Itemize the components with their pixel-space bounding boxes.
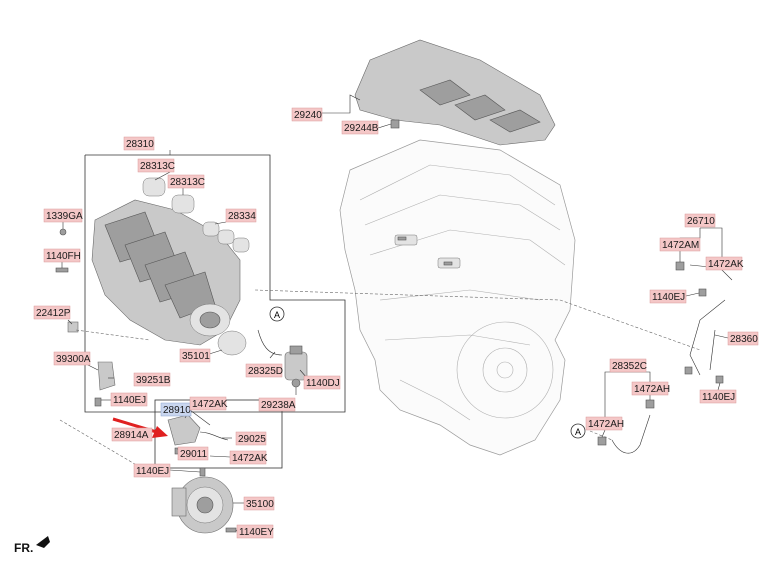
front-arrow-icon	[36, 536, 50, 548]
dashed-link	[559, 299, 701, 351]
sensor-illustration	[67, 321, 79, 333]
part-label-1140ej[interactable]: 1140EJ	[113, 395, 146, 406]
part-label-26710[interactable]: 26710	[687, 216, 715, 227]
part-label-28310[interactable]: 28310	[126, 139, 154, 150]
part-label-28313c[interactable]: 28313C	[170, 177, 205, 188]
ref-a-right-marker: A	[570, 423, 586, 439]
part-label-35100[interactable]: 35100	[246, 499, 274, 510]
bolt-illustration	[199, 467, 206, 477]
part-label-39251b[interactable]: 39251B	[136, 375, 171, 386]
dashed-link	[589, 430, 613, 441]
purge-valve-illustration	[284, 345, 308, 388]
engine-cover-illustration	[354, 39, 556, 146]
part-label-1140ej[interactable]: 1140EJ	[136, 466, 169, 477]
part-label-35101[interactable]: 35101	[182, 351, 210, 362]
hose-illustration	[257, 329, 283, 356]
gasket-illustration	[171, 194, 195, 214]
part-label-1339ga[interactable]: 1339GA	[46, 211, 83, 222]
part-label-1140ey[interactable]: 1140EY	[239, 527, 274, 538]
throttle-body-illustration	[171, 476, 234, 534]
part-label-29238a[interactable]: 29238A	[261, 400, 296, 411]
part-label-1140ej[interactable]: 1140EJ	[652, 292, 685, 303]
part-label-28910-highlighted[interactable]: 28910	[163, 405, 191, 416]
bolt-illustration	[55, 267, 69, 273]
part-label-28352c[interactable]: 28352C	[612, 361, 647, 372]
part-label-28914a[interactable]: 28914A	[114, 430, 149, 441]
part-label-29240[interactable]: 29240	[294, 110, 322, 121]
engine-block-illustration	[339, 139, 576, 456]
bolt-illustration	[59, 228, 67, 236]
part-label-29011[interactable]: 29011	[180, 449, 208, 460]
coolant-pipe-illustration	[675, 257, 733, 384]
coolant-hose-illustration	[597, 366, 693, 454]
intake-manifold-illustration	[91, 199, 241, 346]
part-label-1472ah[interactable]: 1472AH	[588, 419, 624, 430]
front-label: FR.	[14, 541, 33, 555]
part-label-1472ak[interactable]: 1472AK	[708, 259, 744, 270]
bolt-illustration	[225, 527, 237, 533]
part-labels: 29240 29244B 28310 28313C 28313C 28334 1…	[33, 107, 759, 539]
ref-a-left-text: A	[274, 310, 280, 320]
part-label-1472am[interactable]: 1472AM	[662, 240, 699, 251]
part-label-1140dj[interactable]: 1140DJ	[306, 378, 340, 389]
bolt-illustration	[94, 397, 102, 407]
ref-a-left-marker: A	[269, 306, 285, 322]
part-label-28334[interactable]: 28334	[228, 211, 256, 222]
part-label-28325d[interactable]: 28325D	[248, 366, 283, 377]
sensor-illustration	[97, 361, 116, 391]
gasket-illustration	[142, 177, 166, 197]
part-label-1140fh[interactable]: 1140FH	[46, 251, 81, 262]
part-label-1472ah[interactable]: 1472AH	[634, 384, 670, 395]
part-label-28360[interactable]: 28360	[730, 334, 758, 345]
part-label-28313c[interactable]: 28313C	[140, 161, 175, 172]
ref-a-right-text: A	[575, 427, 581, 437]
gasket-set-illustration	[202, 221, 250, 253]
part-label-39300a[interactable]: 39300A	[56, 354, 91, 365]
part-label-22412p[interactable]: 22412P	[36, 308, 71, 319]
front-indicator: FR.	[14, 536, 50, 555]
part-label-29244b[interactable]: 29244B	[344, 123, 379, 134]
dashed-link	[59, 419, 146, 471]
o-ring-illustration	[217, 330, 247, 356]
dashed-link	[254, 289, 561, 301]
part-label-29025[interactable]: 29025	[238, 434, 266, 445]
part-label-1472ak[interactable]: 1472AK	[192, 399, 228, 410]
part-label-1472ak[interactable]: 1472AK	[232, 453, 268, 464]
manifold-group-frame	[84, 154, 346, 413]
dashed-link	[75, 329, 151, 341]
part-label-1140ej[interactable]: 1140EJ	[702, 392, 735, 403]
